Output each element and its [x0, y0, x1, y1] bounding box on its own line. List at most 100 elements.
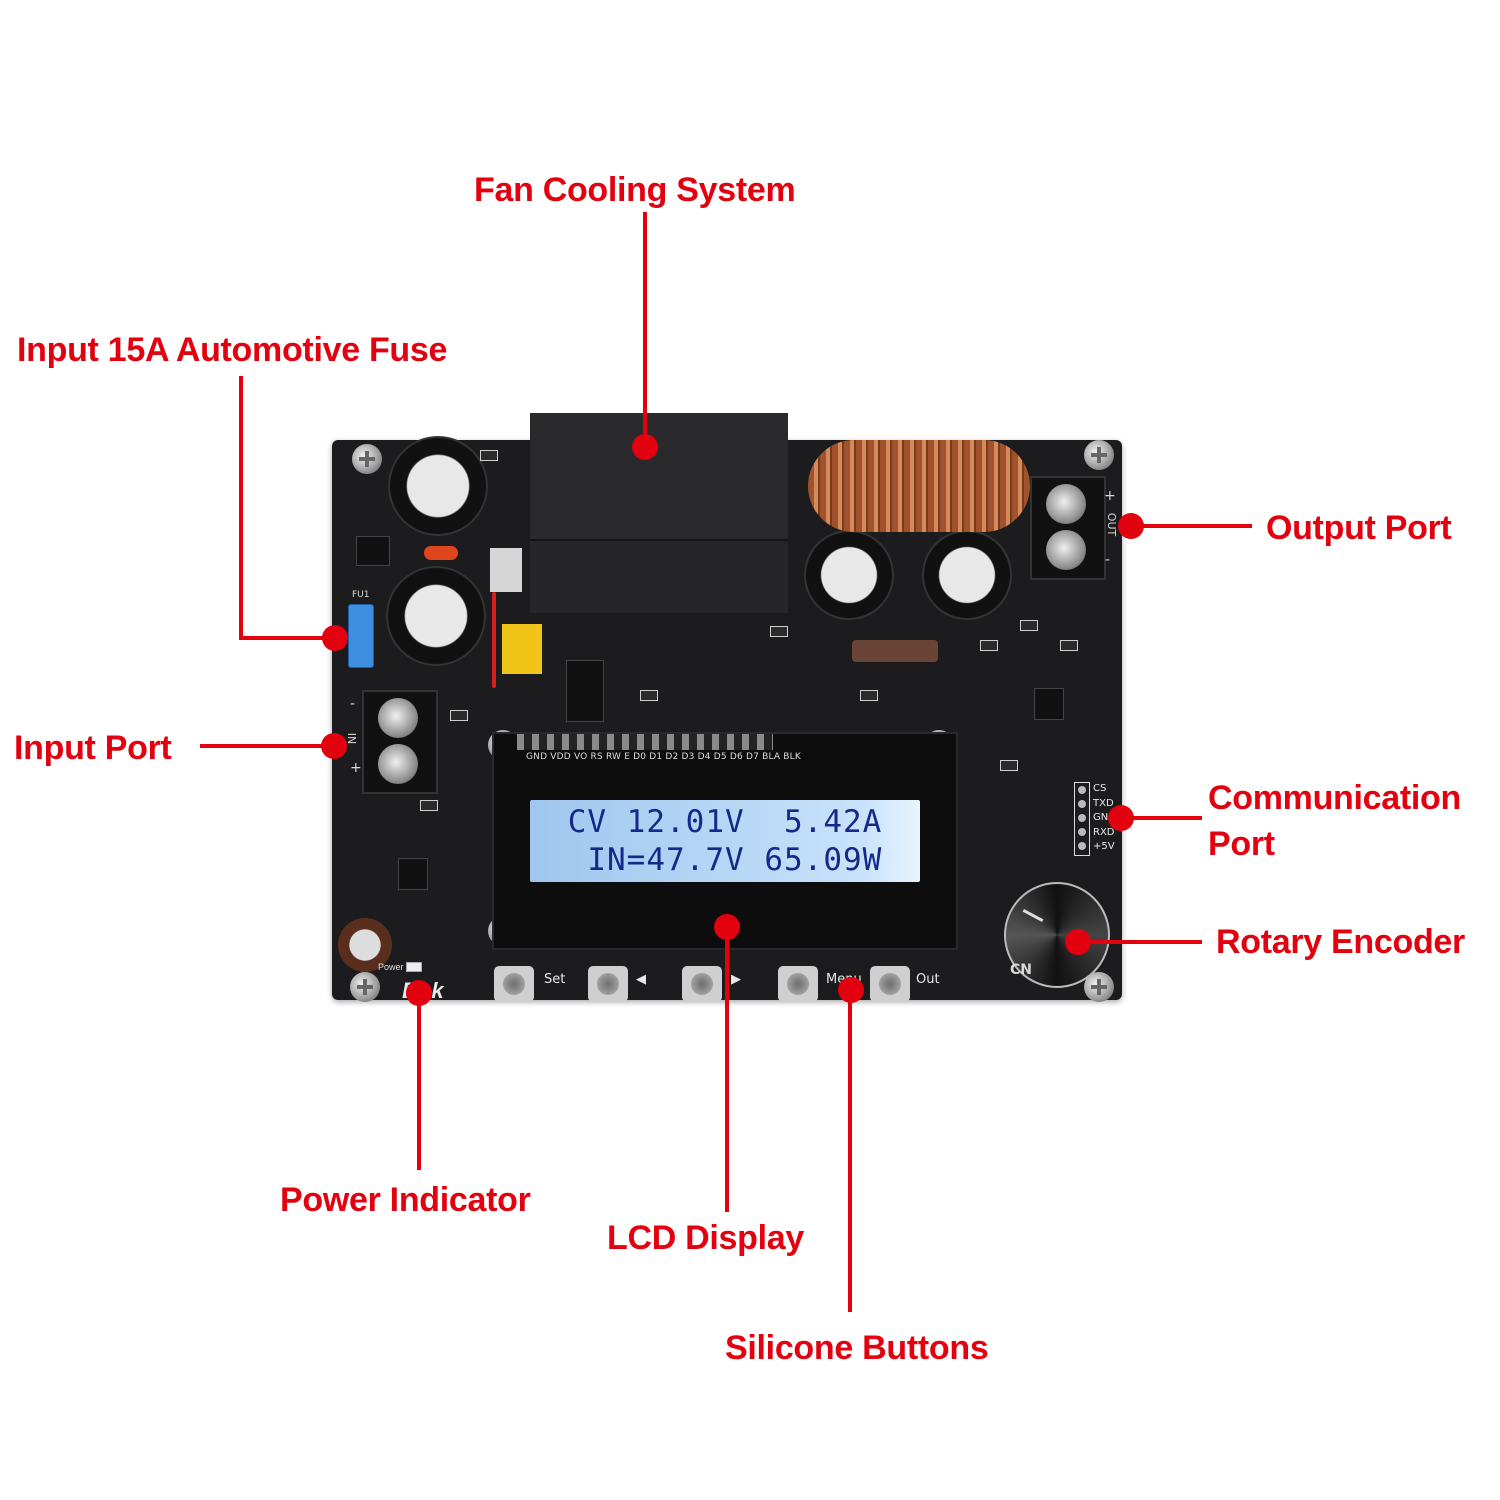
callout-line	[643, 212, 647, 448]
automotive-fuse	[348, 604, 374, 668]
callout-dot	[632, 434, 658, 460]
callout-line	[848, 990, 852, 1312]
callout-dot	[321, 733, 347, 759]
ic-chip	[398, 858, 428, 890]
comm-pin	[1078, 786, 1086, 794]
rotary-encoder-knob[interactable]	[1004, 882, 1110, 988]
right-button[interactable]	[682, 966, 722, 1002]
terminal-screw[interactable]	[1046, 484, 1086, 524]
set-button[interactable]	[494, 966, 534, 1002]
callout-dot	[1065, 929, 1091, 955]
comm-pin-label-cs: CS	[1093, 783, 1107, 794]
cooling-fan-base	[530, 539, 788, 613]
power-led	[406, 962, 422, 972]
callout-line	[1120, 816, 1202, 820]
right-button-label: ▶	[731, 972, 741, 987]
callout-line	[417, 992, 421, 1170]
comm-pin	[1078, 828, 1086, 836]
output-minus-label: -	[1105, 552, 1111, 568]
callout-rotary-encoder: Rotary Encoder	[1216, 923, 1465, 961]
electrolytic-capacitor	[804, 530, 894, 620]
comm-pin	[1078, 800, 1086, 808]
mounting-screw	[352, 444, 382, 474]
comm-pin	[1078, 814, 1086, 822]
shunt-resistor	[852, 640, 938, 662]
ic-chip	[566, 660, 604, 722]
ic-chip	[1034, 688, 1064, 720]
out-button[interactable]	[870, 966, 910, 1002]
yellow-inductor	[502, 624, 542, 674]
terminal-screw[interactable]	[1046, 530, 1086, 570]
resistor	[420, 800, 438, 811]
resistor	[450, 710, 468, 721]
resistor	[480, 450, 498, 461]
lcd-pin-labels: GND VDD VO RS RW E D0 D1 D2 D3 D4 D5 D6 …	[526, 752, 801, 762]
input-minus-label: -	[350, 696, 356, 712]
terminal-screw[interactable]	[378, 698, 418, 738]
communication-port-header[interactable]	[1074, 782, 1090, 856]
comm-pin-label-gnd: GND	[1093, 812, 1116, 823]
callout-line	[1086, 940, 1202, 944]
left-button[interactable]	[588, 966, 628, 1002]
input-terminal-block[interactable]	[362, 690, 438, 794]
callout-power-indicator: Power Indicator	[280, 1181, 531, 1219]
callout-line	[725, 926, 729, 1212]
comm-pin-label-rxd: RXD	[1093, 826, 1115, 838]
callout-input-port: Input Port	[14, 729, 172, 767]
comm-pin	[1078, 842, 1086, 850]
resistor	[1020, 620, 1038, 631]
power-silk-label: Power	[378, 962, 404, 972]
callout-line	[239, 636, 335, 640]
lcd-screen: CV 12.01V 5.42A IN=47.7V 65.09W	[530, 800, 920, 882]
callout-input-fuse: Input 15A Automotive Fuse	[17, 331, 448, 369]
callout-line	[1130, 524, 1252, 528]
set-button-label: Set	[544, 972, 566, 987]
out-button-label: Out	[916, 972, 940, 987]
lcd-row-1: CV 12.01V 5.42A	[567, 804, 883, 840]
comm-pin-label-txd: TXD	[1093, 797, 1114, 809]
resistor	[860, 690, 878, 701]
menu-button[interactable]	[778, 966, 818, 1002]
comm-pin-labels: CS TXD GND RXD +5V	[1093, 782, 1116, 855]
output-port-silk-label: OUT	[1105, 512, 1119, 537]
output-plus-label: +	[1104, 488, 1116, 504]
callout-silicone-buttons: Silicone Buttons	[725, 1329, 989, 1367]
electrolytic-capacitor	[386, 566, 486, 666]
cooling-fan	[530, 413, 788, 539]
resistor	[770, 626, 788, 637]
fan-connector	[490, 548, 522, 592]
callout-line	[239, 376, 243, 640]
fan-wire	[492, 592, 496, 688]
callout-communication-port-line2: Port	[1208, 825, 1275, 863]
terminal-screw[interactable]	[378, 744, 418, 784]
resistor	[980, 640, 998, 651]
callout-line	[200, 744, 330, 748]
callout-communication-port: Communication Port	[1208, 778, 1461, 864]
resistor	[640, 690, 658, 701]
input-port-silk-label: IN	[345, 732, 359, 745]
mounting-screw	[350, 972, 380, 1002]
electrolytic-capacitor	[388, 436, 488, 536]
resistor	[1060, 640, 1078, 651]
mosfet-chip	[356, 536, 390, 566]
callout-dot	[1108, 805, 1134, 831]
comm-pin-label-5v: +5V	[1093, 841, 1115, 852]
callout-fan-cooling-system: Fan Cooling System	[474, 171, 796, 209]
encoder-silk-label: CN	[1010, 962, 1032, 978]
electrolytic-capacitor	[922, 530, 1012, 620]
toroidal-inductor	[808, 440, 1030, 532]
callout-communication-port-line1: Communication	[1208, 779, 1461, 817]
left-button-label: ◀	[636, 972, 646, 987]
callout-dot	[322, 625, 348, 651]
ceramic-capacitor	[424, 546, 458, 560]
small-capacitor	[338, 918, 392, 972]
mounting-screw	[1084, 440, 1114, 470]
callout-output-port: Output Port	[1266, 509, 1452, 547]
callout-dot	[1118, 513, 1144, 539]
output-terminal-block[interactable]	[1030, 476, 1106, 580]
input-plus-label: +	[350, 760, 362, 776]
fuse-silk-label: FU1	[352, 590, 370, 600]
resistor	[1000, 760, 1018, 771]
callout-lcd-display: LCD Display	[607, 1219, 804, 1257]
lcd-row-2: IN=47.7V 65.09W	[567, 842, 883, 878]
